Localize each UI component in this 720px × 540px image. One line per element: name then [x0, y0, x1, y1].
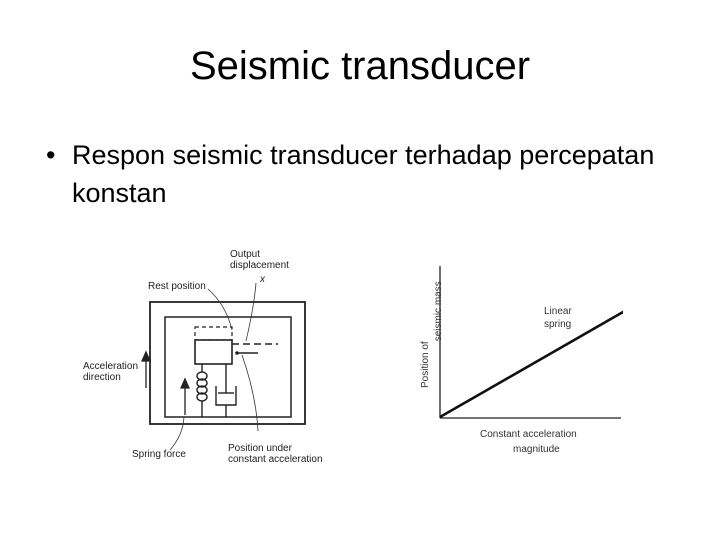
output-symbol: x	[259, 274, 266, 285]
spring-force-label: Spring force	[132, 449, 186, 460]
outer-case	[149, 301, 306, 425]
inner-case	[164, 316, 292, 418]
y-axis-label: Position ofseismic mass	[420, 281, 444, 388]
slide-title: Seismic transducer	[189, 44, 531, 88]
response-line	[439, 310, 623, 419]
bullet-item: • Respon seismic transducer terhadap per…	[46, 136, 686, 212]
damper	[215, 364, 237, 417]
response-graph: Position ofseismic mass Constant acceler…	[420, 266, 623, 455]
bullet-text: Respon seismic transducer terhadap perce…	[72, 140, 655, 208]
spring-force-arrow	[179, 377, 191, 415]
seismic-mass	[194, 339, 233, 365]
rest-position-label: Rest position	[148, 281, 206, 292]
rest-position-box	[194, 326, 233, 341]
spring	[196, 364, 208, 417]
acceleration-arrow	[140, 350, 152, 388]
bullet-symbol: •	[46, 140, 56, 170]
